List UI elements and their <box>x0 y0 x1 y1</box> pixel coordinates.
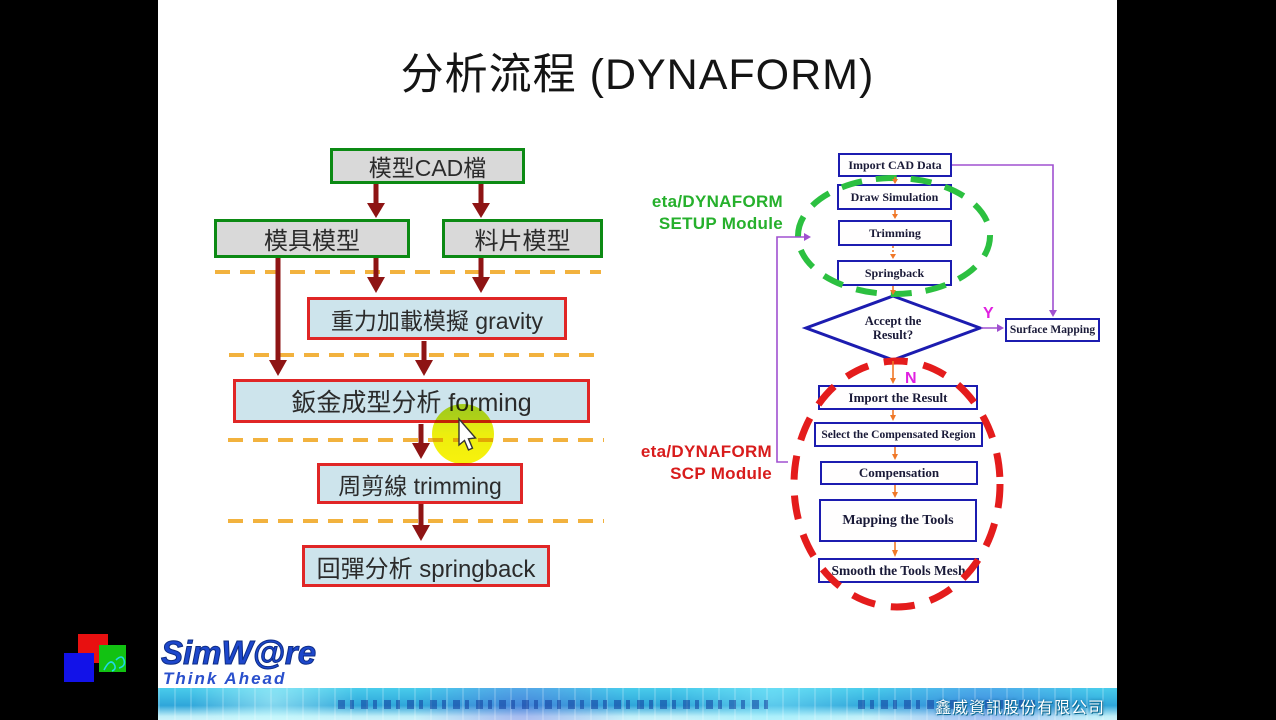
flow-box-springback-en: Springback <box>837 260 952 286</box>
flow-box-label: 回彈分析 springback <box>316 555 536 583</box>
slide-background <box>158 0 1117 720</box>
flow-box-label: 模具模型 <box>264 228 360 255</box>
flow-box-trimming: 周剪線 trimming <box>317 463 523 504</box>
flow-box-label: Compensation <box>858 465 940 480</box>
flow-box-select-region: Select the Compensated Region <box>814 422 983 447</box>
logo-tagline: Think Ahead <box>163 669 287 688</box>
slide-title: 分析流程 (DYNAFORM) <box>400 51 875 99</box>
decision-diamond-label: Accept the Result? <box>839 314 947 342</box>
flow-box-blank-model: 料片模型 <box>442 219 603 258</box>
flow-box-label: 模型CAD檔 <box>368 155 487 181</box>
flow-box-label: 料片模型 <box>474 228 571 255</box>
footer-banner: 鑫威資訊股份有限公司 <box>158 688 1117 720</box>
flow-box-label: Mapping the Tools <box>842 512 954 528</box>
setup-module-line1: eta/DYNAFORM <box>651 192 783 211</box>
flow-box-compensation: Compensation <box>820 461 978 485</box>
flow-box-label: Springback <box>864 265 925 280</box>
flow-box-label: Smooth the Tools Mesh <box>831 562 966 578</box>
decision-line1: Accept the <box>864 314 922 328</box>
flow-box-gravity: 重力加載模擬 gravity <box>307 297 567 340</box>
flow-box-label: Surface Mapping <box>1009 324 1096 336</box>
footer-dashes-left <box>338 700 768 709</box>
decision-line2: Result? <box>872 328 914 342</box>
flow-box-import-result: Import the Result <box>818 385 978 410</box>
setup-module-label: eta/DYNAFORM SETUP Module <box>593 191 783 235</box>
flow-box-springback: 回彈分析 springback <box>302 545 550 587</box>
scp-module-line1: eta/DYNAFORM <box>640 442 772 461</box>
logo-blue-square <box>64 653 94 682</box>
scp-module-line2: SCP Module <box>670 464 772 483</box>
flow-box-label: 重力加載模擬 gravity <box>330 307 544 334</box>
flow-box-label: Select the Compensated Region <box>821 428 976 441</box>
flow-box-smooth-mesh: Smooth the Tools Mesh <box>818 558 979 583</box>
flow-box-surface-mapping: Surface Mapping <box>1005 318 1100 342</box>
footer-dashes-right <box>858 700 1038 709</box>
flow-box-label: Import the Result <box>848 389 948 405</box>
setup-module-line2: SETUP Module <box>658 214 783 233</box>
flow-box-model-cad: 模型CAD檔 <box>330 148 525 184</box>
flow-box-draw-simulation: Draw Simulation <box>837 184 952 210</box>
flow-box-import-cad-data: Import CAD Data <box>838 153 952 177</box>
highlight-circle <box>432 404 494 464</box>
flow-box-mapping-tools: Mapping the Tools <box>819 499 977 542</box>
flow-box-label: Trimming <box>869 225 921 240</box>
flow-box-label: Import CAD Data <box>848 157 942 172</box>
flow-box-label: Draw Simulation <box>850 189 939 204</box>
flow-box-label: 鈑金成型分析 forming <box>291 389 532 417</box>
scp-module-label: eta/DYNAFORM SCP Module <box>580 441 772 485</box>
logo-signature-icon <box>103 656 126 672</box>
flow-box-die-model: 模具模型 <box>214 219 410 258</box>
company-name: 鑫威資訊股份有限公司 <box>934 700 1105 717</box>
flow-box-trimming-en: Trimming <box>838 220 952 246</box>
logo-wordmark: SimW@re <box>160 634 317 672</box>
flow-box-forming: 鈑金成型分析 forming <box>233 379 590 423</box>
flow-box-label: 周剪線 trimming <box>338 472 502 499</box>
